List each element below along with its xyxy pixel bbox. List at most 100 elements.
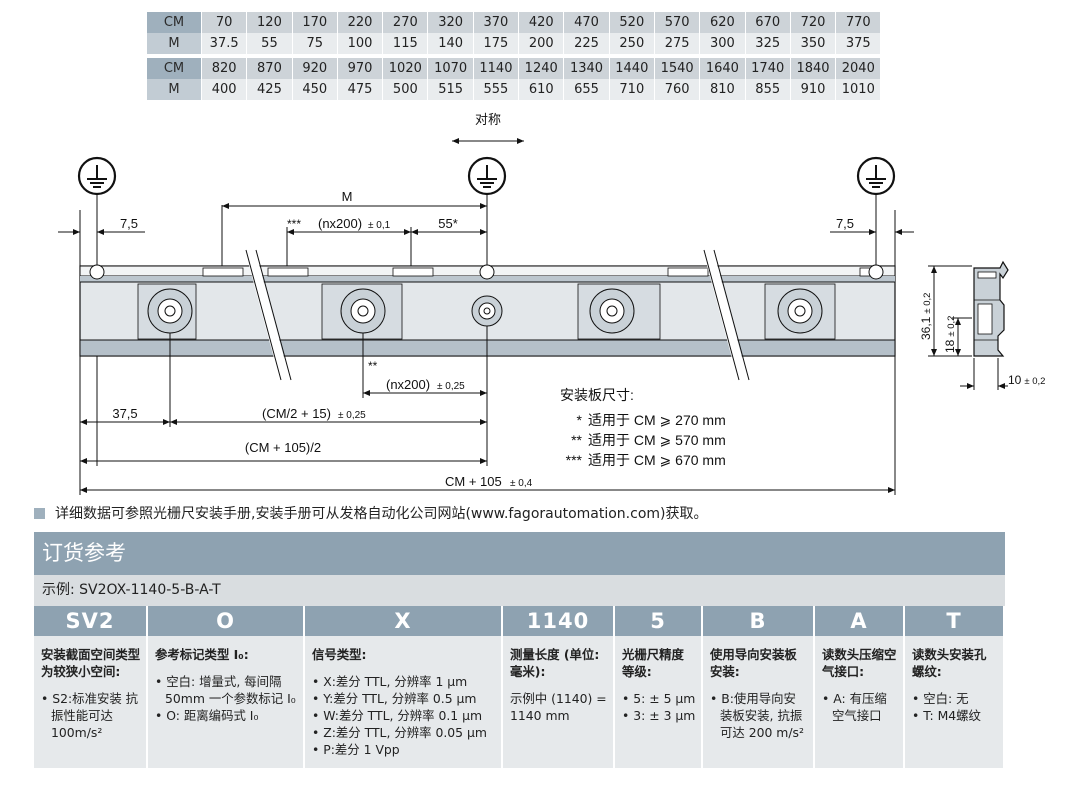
table-cell: 1020: [382, 58, 429, 79]
order-code: SV2: [34, 606, 146, 636]
table-cell: 855: [745, 79, 791, 100]
order-option: 3: ± 3 μm: [622, 707, 696, 724]
table-cell: 1840: [790, 58, 837, 79]
order-description-title: 读数头压缩空气接口:: [822, 647, 897, 679]
table-cell: 450: [292, 79, 338, 100]
dim-nx200-top-tol: ± 0,1: [368, 220, 391, 231]
row-label: M: [147, 33, 202, 54]
table-cell: 770: [835, 12, 882, 33]
table-cell: 910: [790, 79, 837, 100]
dim-nx200-bottom: (nx200): [386, 377, 430, 392]
dim-right-offset: 7,5: [836, 216, 854, 231]
dim-cm105-half: (CM + 105)/2: [245, 440, 321, 455]
plate-note-text: 适用于 CM ⩾ 670 mm: [588, 452, 726, 468]
dim-stars2: **: [368, 359, 378, 373]
table-cell: 2040: [835, 58, 882, 79]
table-cell: 500: [382, 79, 429, 100]
order-code: A: [815, 606, 903, 636]
table-cell: 225: [563, 33, 610, 54]
order-code: 1140: [503, 606, 613, 636]
table-cell: 420: [518, 12, 565, 33]
table-cell: 720: [790, 12, 837, 33]
order-column: SV2 安装截面空间类型为较狭小空间: S2:标准安装 抗振性能可达 100m/s²: [34, 606, 146, 768]
table-cell: 1740: [745, 58, 791, 79]
order-description-title: 安装截面空间类型为较狭小空间:: [41, 647, 141, 679]
plate-note-mark: **: [571, 432, 582, 448]
table-cell: 610: [518, 79, 565, 100]
plate-note-mark: ***: [566, 452, 583, 468]
table-cell: 200: [518, 33, 565, 54]
plate-note-text: 适用于 CM ⩾ 570 mm: [588, 432, 726, 448]
dim-37-5: 37,5: [112, 406, 137, 421]
table-cell: 120: [246, 12, 293, 33]
order-option: P:差分 1 Vpp: [312, 741, 496, 758]
table-cell: 1640: [699, 58, 746, 79]
plate-note-text: 适用于 CM ⩾ 270 mm: [588, 412, 726, 428]
order-option: A: 有压缩空气接口: [822, 690, 898, 724]
ground-icon: [77, 156, 117, 196]
table-cell: 620: [699, 12, 746, 33]
order-option: Z:差分 TTL, 分辨率 0.05 μm: [312, 724, 496, 741]
order-option: B:使用导向安装板安装, 抗振可达 200 m/s²: [710, 690, 808, 741]
table-cell: 220: [337, 12, 384, 33]
table-cell: 1010: [835, 79, 882, 100]
table-cell: 100: [337, 33, 384, 54]
table-cell: 425: [246, 79, 293, 100]
order-description-title: 信号类型:: [312, 647, 367, 662]
dim-stars3: ***: [287, 217, 301, 231]
table-cell: 320: [427, 12, 474, 33]
dim-total: CM + 105: [445, 474, 502, 489]
dim-m: M: [342, 189, 353, 204]
table-cell: 1240: [518, 58, 565, 79]
dim-total-tol: ± 0,4: [510, 478, 533, 489]
table-cell: 1070: [427, 58, 474, 79]
table-cell: 870: [246, 58, 293, 79]
order-option: 5: ± 5 μm: [622, 690, 696, 707]
order-description: 光栅尺精度等级:5: ± 5 μm3: ± 3 μm: [615, 636, 701, 768]
order-option: X:差分 TTL, 分辨率 1 μm: [312, 673, 496, 690]
order-code: X: [305, 606, 501, 636]
ground-icon: [467, 156, 507, 196]
table-cell: 1140: [473, 58, 520, 79]
order-option: Y:差分 TTL, 分辨率 0.5 μm: [312, 690, 496, 707]
plate-note-mark: *: [577, 412, 583, 428]
dim-section-w: 10± 0,2: [1008, 373, 1045, 387]
table-cell: 400: [201, 79, 248, 100]
order-description: 参考标记类型 I₀:空白: 增量式, 每间隔 50mm 一个参数标记 I₀O: …: [148, 636, 303, 768]
cross-section: [928, 260, 1009, 390]
table-cell: 115: [382, 33, 429, 54]
table-cell: 375: [835, 33, 882, 54]
technical-drawing: 对称 7,5 7,5 M *** (nx200) ± 0,1 55*: [58, 112, 1045, 495]
table-cell: 300: [699, 33, 746, 54]
table-cell: 475: [337, 79, 384, 100]
order-description: 安装截面空间类型为较狭小空间: S2:标准安装 抗振性能可达 100m/s²: [34, 636, 146, 768]
order-option: T: M4螺纹: [912, 707, 998, 724]
dim-cm-half-tol: ± 0,25: [338, 410, 366, 421]
table-cell: 370: [473, 12, 520, 33]
table-cell: 75: [292, 33, 338, 54]
plate-notes: * 适用于 CM ⩾ 270 mm ** 适用于 CM ⩾ 570 mm *** 适用于 …: [566, 412, 726, 468]
dim-left-offset: 7,5: [120, 216, 138, 231]
order-description-title: 使用导向安装板安装:: [710, 647, 797, 679]
plate-title: 安装板尺寸:: [560, 387, 634, 403]
row-label: CM: [147, 58, 202, 79]
table-cell: 1440: [609, 58, 655, 79]
row-label: CM: [147, 12, 202, 33]
manual-note-text: 详细数据可参照光栅尺安装手册,安装手册可从发格自动化公司网站(www.fagor…: [55, 506, 708, 522]
table-cell: 920: [292, 58, 338, 79]
table-cell: 710: [609, 79, 655, 100]
table-cell: 1540: [654, 58, 701, 79]
table-cell: 140: [427, 33, 474, 54]
order-column: A 读数头压缩空气接口: A: 有压缩空气接口: [815, 606, 903, 768]
order-description-sub: 示例中 (1140) = 1140 mm: [510, 691, 607, 723]
order-option: S2:标准安装 抗振性能可达 100m/s²: [41, 690, 141, 741]
order-description-title: 测量长度 (单位:毫米):: [510, 647, 600, 679]
order-option: O: 距离编码式 I₀: [155, 707, 298, 724]
table-cell: 810: [699, 79, 746, 100]
order-column: 1140 测量长度 (单位:毫米): 示例中 (1140) = 1140 mm: [503, 606, 613, 768]
table-cell: 555: [473, 79, 520, 100]
